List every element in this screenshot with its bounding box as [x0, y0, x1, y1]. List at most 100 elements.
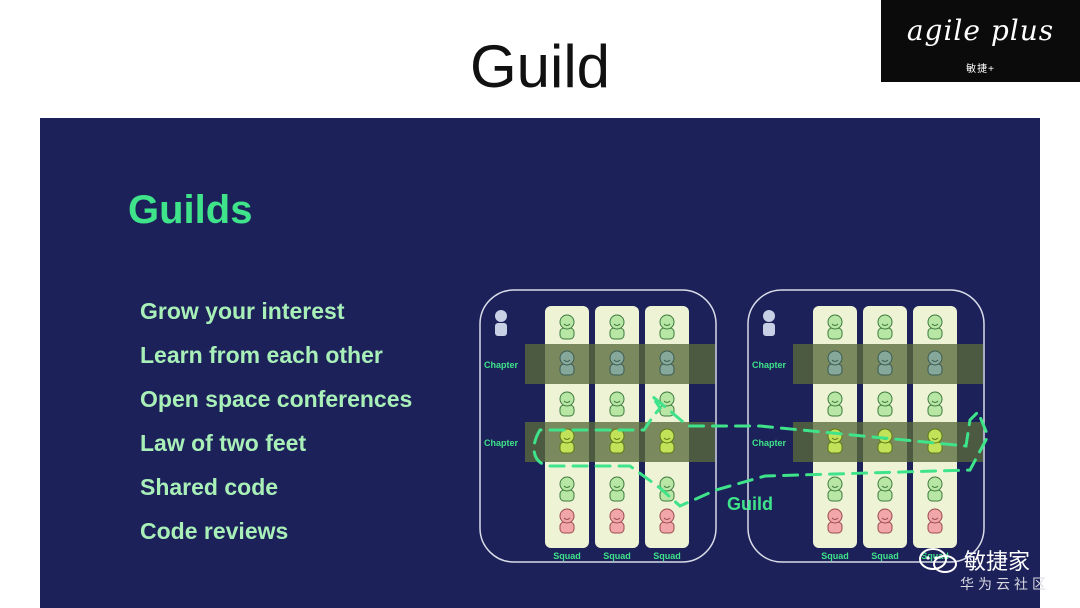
person-body [927, 327, 943, 340]
person-smile [663, 517, 671, 520]
person-head [659, 350, 675, 366]
person-smile [563, 517, 571, 520]
person-head [559, 314, 575, 330]
person-head [659, 314, 675, 330]
person-head [609, 428, 625, 444]
bullet-item: Code reviews [140, 518, 289, 544]
bullet-item: Grow your interest [140, 298, 345, 324]
slide-panel: Guilds Grow your interest Learn from eac… [40, 118, 1040, 608]
coach-head [495, 310, 507, 322]
person-smile [931, 437, 939, 440]
person-smile [831, 400, 839, 403]
person-smile [931, 323, 939, 326]
person-body [559, 327, 575, 340]
person-body [877, 404, 893, 417]
person-smile [563, 323, 571, 326]
person-smile [931, 485, 939, 488]
person-smile [563, 400, 571, 403]
person-smile [831, 323, 839, 326]
person-smile [881, 400, 889, 403]
slide-heading: Guilds [128, 188, 253, 232]
person-smile [931, 517, 939, 520]
guild-label: Guild [727, 494, 773, 514]
bullet-list: Grow your interest Learn from each other… [140, 298, 412, 562]
chat-bubble-icon [919, 548, 957, 573]
person-head [827, 314, 843, 330]
person-head [877, 391, 893, 407]
person-body [559, 521, 575, 534]
person-body [827, 327, 843, 340]
person-body [877, 521, 893, 534]
person-head [559, 508, 575, 524]
person-body [559, 489, 575, 502]
squad-label: Squad [871, 551, 899, 561]
watermark-subtitle: 华为云社区 [960, 577, 1050, 593]
person-body [877, 327, 893, 340]
person-smile [613, 323, 621, 326]
chapter-label: Chapter [752, 360, 787, 370]
person-smile [613, 400, 621, 403]
person-head [609, 508, 625, 524]
person-smile [831, 437, 839, 440]
person-body [609, 489, 625, 502]
person-head [827, 428, 843, 444]
person-body [827, 404, 843, 417]
person-body [877, 363, 893, 376]
person-body [659, 327, 675, 340]
person-head [877, 508, 893, 524]
person-head [659, 508, 675, 524]
person-body [609, 521, 625, 534]
person-body [559, 441, 575, 454]
person-body [559, 363, 575, 376]
person-smile [881, 359, 889, 362]
coach-head [763, 310, 775, 322]
person-head [559, 350, 575, 366]
squad-label: Squad [603, 551, 631, 561]
chapter-label: Chapter [484, 438, 519, 448]
person-body [927, 521, 943, 534]
person-smile [663, 359, 671, 362]
person-head [927, 314, 943, 330]
person-head [659, 476, 675, 492]
person-smile [613, 359, 621, 362]
person-head [659, 391, 675, 407]
person-head [877, 428, 893, 444]
person-head [927, 391, 943, 407]
person-smile [613, 517, 621, 520]
person-head [609, 476, 625, 492]
squad-label: Squad [921, 551, 949, 561]
squad-label: Squad [653, 551, 681, 561]
page-title: Guild [469, 33, 611, 100]
person-head [827, 508, 843, 524]
person-smile [831, 517, 839, 520]
person-smile [881, 517, 889, 520]
person-smile [931, 400, 939, 403]
person-head [659, 428, 675, 444]
person-body [827, 363, 843, 376]
bullet-item: Shared code [140, 474, 279, 500]
chapter-label: Chapter [752, 438, 787, 448]
person-body [877, 441, 893, 454]
person-smile [931, 359, 939, 362]
watermark-title: 敏捷家 [964, 550, 1031, 575]
person-smile [663, 400, 671, 403]
person-head [927, 428, 943, 444]
person-body [659, 521, 675, 534]
person-body [877, 489, 893, 502]
coach-body [495, 323, 507, 336]
chapter-label: Chapter [484, 360, 519, 370]
person-smile [831, 485, 839, 488]
person-smile [613, 485, 621, 488]
bullet-item: Learn from each other [140, 342, 383, 368]
bullet-item: Law of two feet [140, 430, 307, 456]
squad-label: Squad [821, 551, 849, 561]
logo-subtitle: 敏捷+ [966, 64, 995, 75]
person-smile [663, 323, 671, 326]
person-smile [831, 359, 839, 362]
person-body [827, 441, 843, 454]
person-head [827, 391, 843, 407]
person-body [609, 327, 625, 340]
coach-body [763, 323, 775, 336]
person-head [609, 350, 625, 366]
person-body [659, 363, 675, 376]
